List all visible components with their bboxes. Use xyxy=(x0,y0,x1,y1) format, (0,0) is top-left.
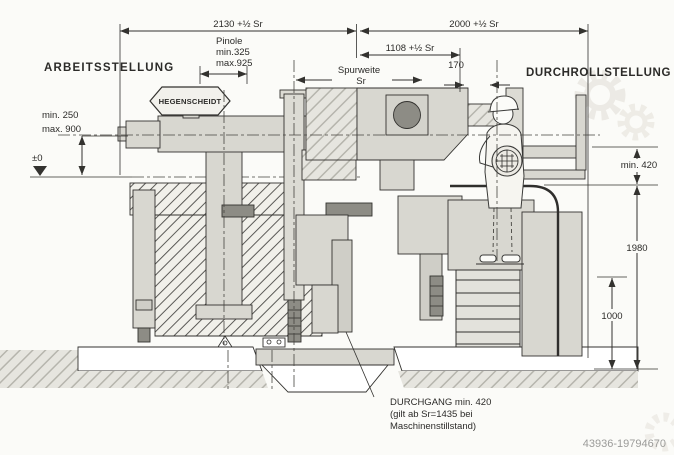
wheel-section-hatched xyxy=(305,87,358,161)
operator-figure xyxy=(476,95,525,265)
height-1980-label: 1980 xyxy=(626,243,647,254)
min420-label: min. 420 xyxy=(621,160,657,171)
operator-arm xyxy=(479,135,494,168)
datum-label: ±0 xyxy=(32,153,43,164)
pinole-title: Pinole xyxy=(216,36,242,47)
brand-badge xyxy=(149,86,231,116)
frame-arm-lower xyxy=(522,169,586,180)
feed-screw-mid xyxy=(325,202,373,217)
ground-hatch-left xyxy=(0,371,268,388)
operator-foot-left xyxy=(479,254,497,263)
height-1000-label: 1000 xyxy=(601,311,622,322)
operator-foot-right xyxy=(501,254,521,263)
range-min-label: min. 250 xyxy=(42,110,78,121)
tailstock-quill xyxy=(125,120,161,149)
right-lower-block xyxy=(521,211,583,357)
heading-left: ARBEITSSTELLUNG xyxy=(44,62,174,74)
left-column-foot xyxy=(137,327,151,343)
brand-badge-label: HEGENSCHEIDT xyxy=(159,97,222,106)
machine-foot-2 xyxy=(262,337,286,348)
pinole-min: min.325 xyxy=(216,47,250,58)
dim-label-2000: 2000 +½ Sr xyxy=(449,19,498,30)
labels: ARBEITSSTELLUNG DURCHROLLSTELLUNG 2130 +… xyxy=(32,19,671,450)
passage-leader-line xyxy=(345,331,375,398)
passage-label-2: (gilt ab Sr=1435 bei xyxy=(390,409,473,420)
dim-label-2130: 2130 +½ Sr xyxy=(213,19,262,30)
range-max-label: max. 900 xyxy=(42,124,81,135)
foundation-slab-right xyxy=(393,346,639,372)
operator-legs xyxy=(492,207,513,253)
machine-left-assembly: HEGENSCHEIDT xyxy=(117,86,374,348)
housing-connector xyxy=(379,159,415,191)
passage-bar xyxy=(255,348,395,366)
heading-right: DURCHROLLSTELLUNG xyxy=(526,67,671,79)
housing-edge xyxy=(450,184,560,356)
dimension-lines xyxy=(33,24,658,370)
machine-foot-1 xyxy=(217,335,233,348)
drive-roller xyxy=(393,101,421,129)
feed-screw-left xyxy=(221,204,255,218)
ladder xyxy=(455,269,521,348)
slide-block xyxy=(311,284,339,334)
pit-trough xyxy=(260,364,389,393)
centerlines xyxy=(58,60,600,398)
foundation-slab-left xyxy=(77,346,263,372)
dim-label-1108: 1108 +½ Sr xyxy=(386,43,435,54)
ground-hatch-right xyxy=(398,371,638,388)
gauge-label-1: Spurweite xyxy=(338,65,380,76)
machine-right-assembly xyxy=(305,87,587,357)
datum-triangle xyxy=(33,166,47,176)
listing-id-number: 43936-19794670 xyxy=(583,438,666,450)
right-post xyxy=(575,94,587,171)
gauge-label-2: Sr xyxy=(356,76,366,87)
dim-label-170: 170 xyxy=(448,60,464,71)
cap-brim xyxy=(487,108,520,113)
threaded-rod-left xyxy=(287,299,302,343)
passage-label-3: Maschinenstillstand) xyxy=(390,421,476,432)
quill-tip xyxy=(117,126,127,142)
pinole-max: max.925 xyxy=(216,58,252,69)
passage-label-1: DURCHGANG min. 420 xyxy=(390,397,491,408)
left-column-knob xyxy=(135,299,153,311)
